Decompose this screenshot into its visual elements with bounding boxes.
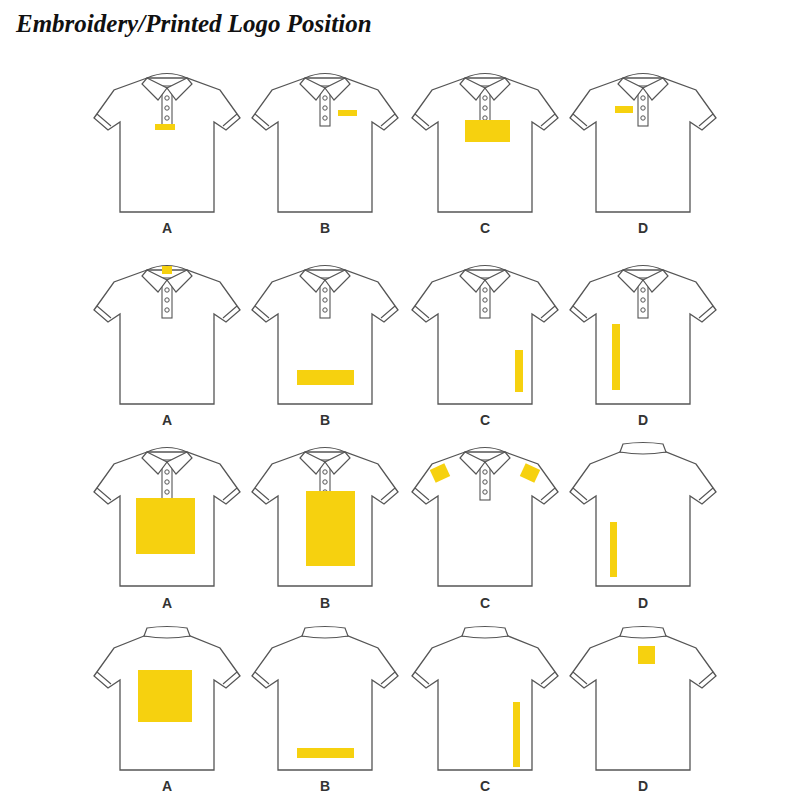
position-letter: B <box>320 412 330 428</box>
shirt-front <box>412 74 558 213</box>
logo-area <box>297 748 354 758</box>
shirt-front <box>94 448 240 587</box>
logo-area <box>615 106 633 113</box>
logo-area <box>138 670 192 722</box>
logo-area <box>306 491 355 566</box>
shirt-back <box>570 627 716 771</box>
logo-area <box>162 266 172 274</box>
shirt-back <box>412 627 558 771</box>
shirt-front <box>570 74 716 213</box>
logo-area <box>638 646 655 664</box>
position-letter: A <box>162 778 172 794</box>
shirt-front <box>94 266 240 405</box>
logo-area <box>136 498 195 554</box>
position-letter: D <box>638 412 648 428</box>
shirt-front <box>412 266 558 405</box>
position-letter: C <box>480 778 490 794</box>
shirt-front <box>412 448 558 587</box>
shirt-back <box>94 627 240 771</box>
position-letter: A <box>162 412 172 428</box>
page-title: Embroidery/Printed Logo Position <box>16 10 372 38</box>
logo-area <box>465 120 510 142</box>
logo-area <box>297 370 354 385</box>
position-letter: C <box>480 220 490 236</box>
logo-area <box>610 522 617 577</box>
position-letter: D <box>638 220 648 236</box>
position-letter: C <box>480 595 490 611</box>
position-letter: B <box>320 220 330 236</box>
logo-area <box>513 702 520 767</box>
logo-area <box>430 463 450 482</box>
shirt-front <box>252 74 398 213</box>
position-letter: B <box>320 778 330 794</box>
shirt-front <box>252 266 398 405</box>
logo-area <box>520 463 540 482</box>
position-letter: D <box>638 778 648 794</box>
logo-area <box>515 350 523 392</box>
logo-area <box>612 324 620 390</box>
position-letter: A <box>162 220 172 236</box>
logo-area <box>338 110 357 116</box>
position-letter: B <box>320 595 330 611</box>
position-letter: D <box>638 595 648 611</box>
logo-area <box>155 124 175 130</box>
position-letter: C <box>480 412 490 428</box>
position-letter: A <box>162 595 172 611</box>
shirt-back <box>252 627 398 771</box>
shirt-back <box>570 443 716 587</box>
shirt-front <box>94 74 240 213</box>
shirt-front <box>570 266 716 405</box>
shirt-front <box>252 448 398 587</box>
